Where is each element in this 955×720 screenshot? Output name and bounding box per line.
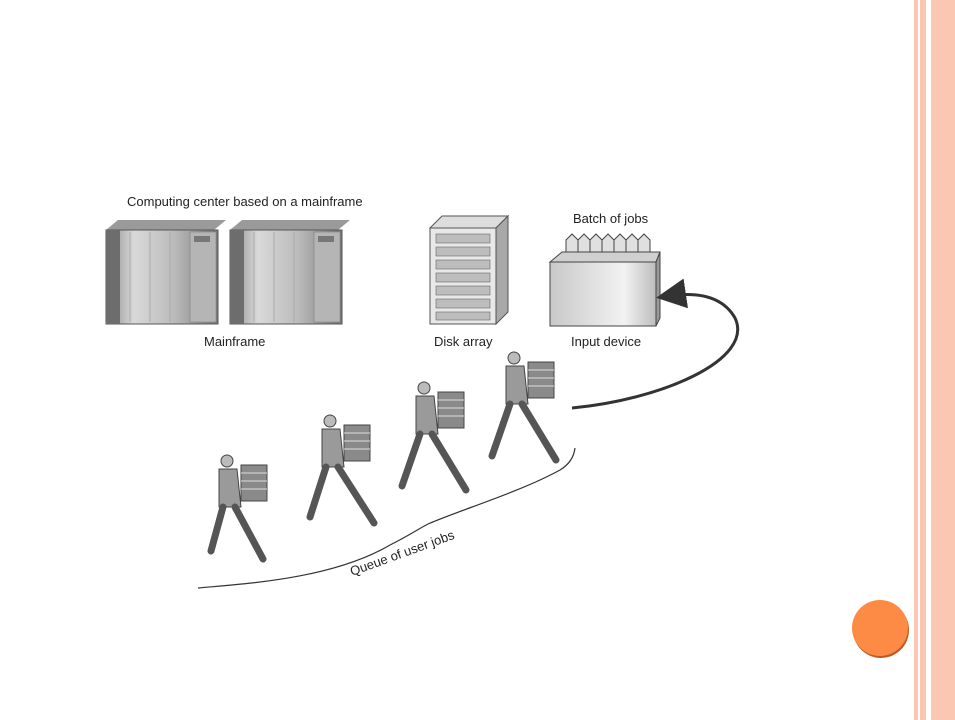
person-carrying-jobs-icon xyxy=(207,454,268,563)
border-stripe-mid xyxy=(920,0,926,720)
mainframe-cabinet-icon xyxy=(105,220,226,325)
flow-arrow xyxy=(571,278,739,410)
mainframe-cabinet-icon xyxy=(229,220,350,325)
input-device-label: Input device xyxy=(571,334,641,349)
mainframe-diagram: Computing center based on a mainframe Ma… xyxy=(105,194,739,589)
border-stripe-gap xyxy=(928,0,931,720)
person-carrying-jobs-icon xyxy=(488,351,560,464)
queue-brace xyxy=(197,447,576,589)
batch-of-jobs-label: Batch of jobs xyxy=(573,211,649,226)
border-stripe-wide xyxy=(931,0,955,720)
diagram-title: Computing center based on a mainframe xyxy=(127,194,363,209)
queue-label: Queue of user jobs xyxy=(348,527,457,579)
mainframe-label: Mainframe xyxy=(204,334,265,349)
border-stripe-thin xyxy=(914,0,918,720)
disk-array-label: Disk array xyxy=(434,334,493,349)
orange-circle-decoration xyxy=(852,600,908,656)
input-device-icon xyxy=(548,233,661,327)
disk-array-icon xyxy=(428,214,510,326)
person-carrying-jobs-icon xyxy=(398,381,470,494)
person-carrying-jobs-icon xyxy=(306,414,378,527)
